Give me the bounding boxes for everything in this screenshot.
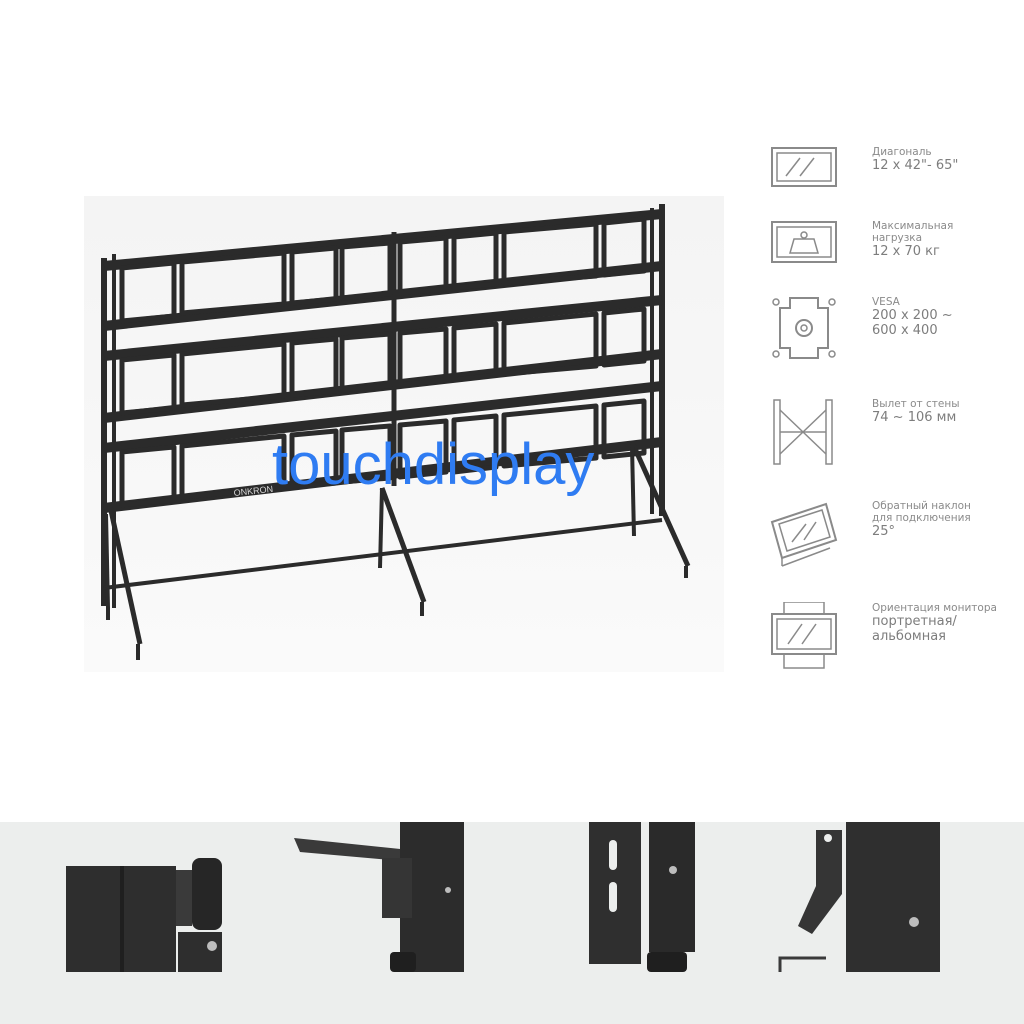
- videowall-stand-icon: ONKRON: [84, 196, 724, 672]
- watermark-text: touchdisplay: [272, 432, 595, 497]
- spec-wall-offset: Вылет от стены 74 ~ 106 мм: [770, 398, 1020, 478]
- spec-value: 12 х 42"- 65": [872, 158, 959, 173]
- spec-label: VESA: [872, 296, 900, 308]
- spec-orientation: Ориентация монитора портретная/ альбомна…: [770, 602, 1020, 682]
- detail-strip: [0, 822, 1024, 1024]
- wall-offset-icon: [773, 399, 833, 465]
- spec-value: 25°: [872, 524, 896, 539]
- lever-adjust-detail-icon: [294, 822, 464, 972]
- spec-label: Ориентация монитора: [872, 602, 997, 614]
- clamp-knob-detail-icon: [66, 858, 222, 972]
- spec-label: Вылет от стены: [872, 398, 960, 410]
- slotted-bracket-detail-icon: [589, 822, 695, 972]
- spec-value: портретная/ альбомная: [872, 614, 957, 644]
- vesa-plate-icon: [772, 297, 836, 359]
- spec-value: 12 х 70 кг: [872, 244, 940, 259]
- latch-hook-detail-icon: [778, 822, 940, 972]
- spec-diagonal: Диагональ 12 х 42"- 65": [770, 146, 1020, 226]
- spec-value: 200 х 200 ~ 600 х 400: [872, 308, 953, 338]
- reverse-tilt-icon: [770, 502, 838, 567]
- orientation-icon: [771, 602, 837, 669]
- weight-icon: [771, 221, 837, 263]
- spec-value: 74 ~ 106 мм: [872, 410, 957, 425]
- brand-mark: ONKRON: [233, 484, 273, 498]
- spec-label: Диагональ: [872, 146, 932, 158]
- product-image: ONKRON: [84, 196, 724, 672]
- spec-max-load: Максимальная нагрузка 12 х 70 кг: [770, 220, 1020, 300]
- spec-vesa: VESA 200 х 200 ~ 600 х 400: [770, 296, 1020, 376]
- spec-label: Обратный наклон для подключения: [872, 500, 971, 524]
- spec-label: Максимальная нагрузка: [872, 220, 954, 244]
- diagonal-screen-icon: [771, 147, 837, 187]
- spec-reverse-tilt: Обратный наклон для подключения 25°: [770, 500, 1020, 580]
